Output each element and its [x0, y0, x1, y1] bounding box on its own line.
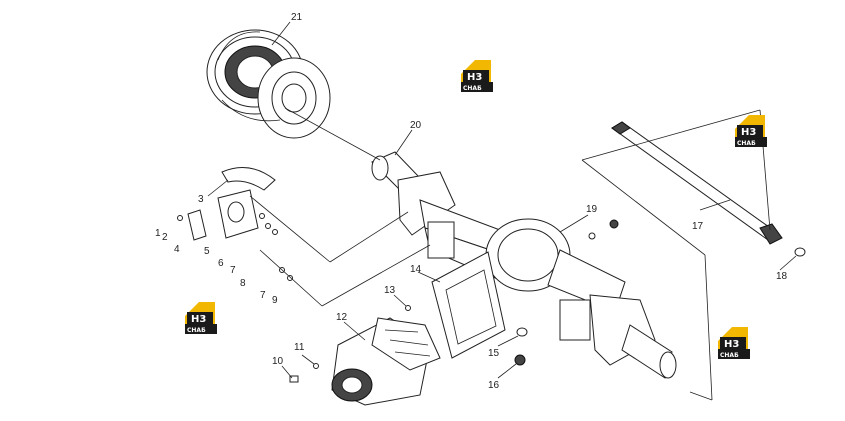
part-20-axle-housing	[371, 151, 677, 379]
logo-top-text: H3	[191, 314, 206, 325]
callout-17: 17	[692, 221, 704, 232]
part-14-gasket	[431, 251, 506, 359]
callout-20: 20	[410, 120, 422, 131]
part-3-shoe-cover	[221, 167, 276, 191]
callout-7a: 7	[230, 265, 236, 276]
callout-2: 2	[162, 232, 168, 243]
callout-8: 8	[240, 278, 246, 289]
logo-bottom-text: CHAБ	[737, 140, 756, 147]
callout-labels: 21 20 3 1 2 4 5 6 7 8 7 9 19 17 18 14 13…	[155, 12, 788, 391]
callout-9: 9	[272, 295, 278, 306]
part-4-pad	[187, 209, 207, 241]
callout-3: 3	[198, 194, 204, 205]
callout-7b: 7	[260, 290, 266, 301]
callout-16: 16	[488, 380, 500, 391]
callout-1: 1	[155, 228, 161, 239]
watermark-logo: H3 CHAБ	[461, 60, 493, 92]
leader-lines	[207, 21, 797, 401]
logo-top-text: H3	[724, 339, 739, 350]
callout-11: 11	[294, 342, 305, 353]
part-17-half-shaft	[611, 121, 783, 245]
logo-bottom-text: CHAБ	[720, 352, 739, 359]
logo-band	[461, 82, 493, 92]
callout-15: 15	[488, 348, 500, 359]
callout-5: 5	[204, 246, 210, 257]
logo-band	[185, 324, 217, 334]
callout-6: 6	[218, 258, 224, 269]
callout-19: 19	[586, 204, 598, 215]
logo-bottom-text: CHAБ	[187, 327, 206, 334]
part-12-differential	[331, 317, 441, 406]
logo-top-text: H3	[467, 72, 482, 83]
logo-band	[718, 349, 750, 359]
watermark-logo: H3 CHAБ	[185, 302, 217, 334]
logo-top-text: H3	[741, 127, 756, 138]
callout-12: 12	[336, 312, 348, 323]
callout-18: 18	[776, 271, 788, 282]
callout-10: 10	[272, 356, 284, 367]
watermark-logo: H3 CHAБ	[718, 327, 750, 359]
watermark-logo: H3 CHAБ	[735, 115, 767, 147]
callout-14: 14	[410, 264, 422, 275]
callout-21: 21	[291, 12, 303, 23]
logo-bottom-text: CHAБ	[463, 85, 482, 92]
callout-4: 4	[174, 244, 180, 255]
part-21-hub-drum	[206, 29, 331, 139]
callout-13: 13	[384, 285, 396, 296]
part-5-caliper	[217, 189, 259, 239]
logo-band	[735, 137, 767, 147]
